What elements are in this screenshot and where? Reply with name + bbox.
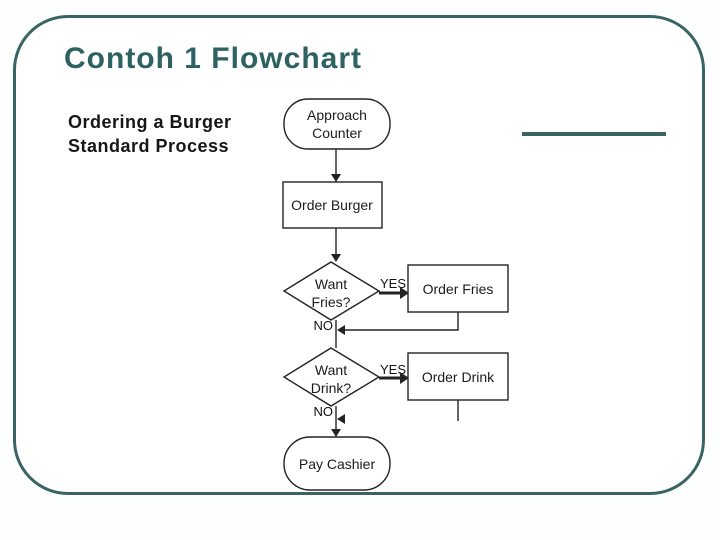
arrowhead-order-drink-return: [337, 414, 345, 424]
title-underline-rule: [522, 132, 666, 136]
decision-want-fries: [282, 261, 381, 321]
decision-want-fries-label-line1: Want: [315, 276, 347, 292]
slide-border: [13, 15, 705, 495]
decision-want-fries-label-line2: Fries?: [312, 294, 351, 310]
arrowhead-order-fries-return: [337, 325, 345, 335]
arrowhead-into-pay-cashier: [331, 429, 341, 437]
arrowhead-into-order-burger: [331, 174, 341, 182]
terminator-approach-counter-label-line2: Counter: [312, 125, 362, 141]
decision-want-drink-label-line2: Drink?: [311, 380, 352, 396]
want-drink-yes-label: YES: [380, 362, 406, 377]
arrowhead-into-want-fries: [331, 254, 341, 262]
terminator-pay-cashier-label: Pay Cashier: [299, 456, 376, 472]
edge-order-fries-return: [345, 312, 459, 331]
diagram-heading: Ordering a Burger Standard Process: [68, 110, 232, 158]
terminator-approach-counter-label-line1: Approach: [307, 107, 367, 123]
page-title: Contoh 1 Flowchart: [64, 42, 362, 75]
process-order-drink: [407, 352, 509, 401]
process-order-burger-label: Order Burger: [291, 197, 373, 213]
want-drink-no-label: NO: [314, 404, 334, 419]
terminator-pay-cashier: [283, 436, 391, 491]
diagram-heading-line1: Ordering a Burger: [68, 112, 232, 132]
process-order-fries-label: Order Fries: [423, 281, 494, 297]
process-order-drink-label: Order Drink: [422, 369, 495, 385]
diagram-heading-line2: Standard Process: [68, 136, 230, 156]
process-order-burger: [282, 181, 383, 229]
terminator-approach-counter: [283, 98, 391, 150]
want-fries-yes-label: YES: [380, 276, 406, 291]
arrowhead-into-order-fries: [400, 287, 409, 299]
arrowhead-into-order-drink: [400, 372, 409, 384]
want-fries-no-label: NO: [314, 318, 334, 333]
decision-want-drink-label-line1: Want: [315, 362, 347, 378]
decision-want-drink: [282, 347, 381, 407]
